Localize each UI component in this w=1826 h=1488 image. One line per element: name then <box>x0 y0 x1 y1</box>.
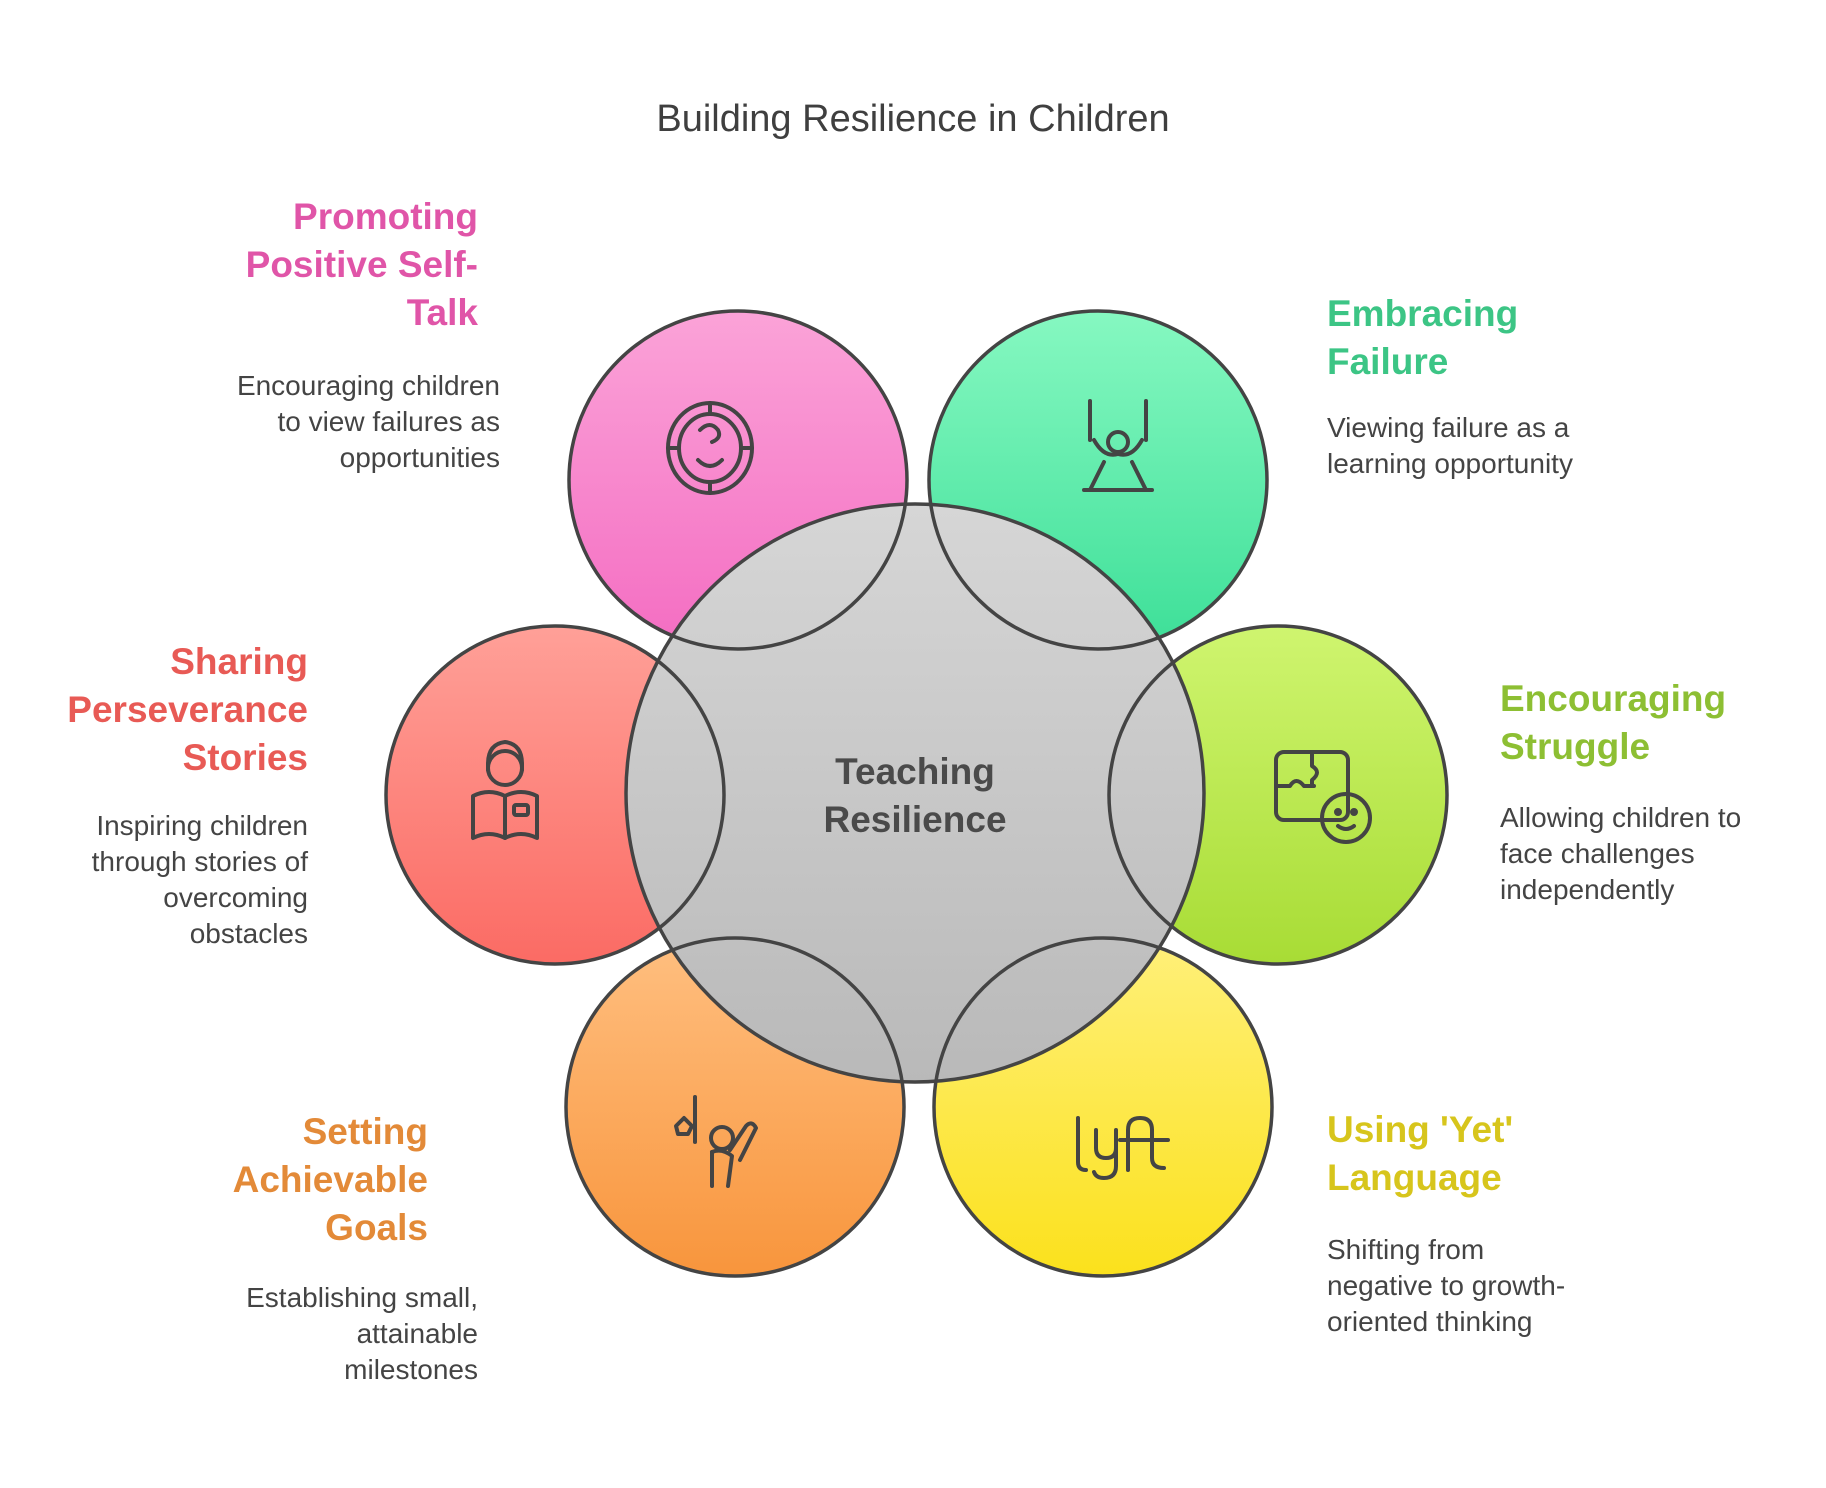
item-desc-line: Inspiring children <box>96 810 308 841</box>
item-label-goals: Setting Achievable Goals <box>233 1108 428 1252</box>
item-desc-self-talk: Encouraging children to view failures as… <box>237 368 500 476</box>
item-label-line: Encouraging <box>1500 678 1727 719</box>
item-desc-line: through stories of <box>91 846 308 877</box>
item-desc-struggle: Allowing children to face challenges ind… <box>1500 800 1741 908</box>
item-label-line: Struggle <box>1500 726 1651 767</box>
item-desc-line: overcoming <box>163 882 308 913</box>
center-label-line1: Teaching <box>835 751 995 792</box>
item-label-self-talk: Promoting Positive Self- Talk <box>246 193 478 337</box>
petal-outlines <box>384 309 1449 1278</box>
item-desc-line: Viewing failure as a <box>1327 412 1570 443</box>
item-label-line: Language <box>1327 1157 1502 1198</box>
item-label-line: Using 'Yet' <box>1327 1109 1514 1150</box>
center-label-line2: Resilience <box>823 799 1006 840</box>
item-label-line: Talk <box>406 292 478 333</box>
item-label-yet: Using 'Yet' Language <box>1327 1106 1513 1202</box>
item-label-line: Achievable <box>232 1159 428 1200</box>
item-label-line: Embracing <box>1327 293 1519 334</box>
item-desc-line: to view failures as <box>277 406 500 437</box>
item-label-line: Failure <box>1327 341 1449 382</box>
item-label-line: Promoting <box>293 196 478 237</box>
item-label-failure: Embracing Failure <box>1327 290 1518 386</box>
item-desc-line: independently <box>1500 874 1675 905</box>
item-label-struggle: Encouraging Struggle <box>1500 675 1726 771</box>
item-desc-line: Establishing small, <box>246 1282 478 1313</box>
item-desc-line: opportunities <box>339 442 500 473</box>
swing-child-icon <box>1082 399 1154 492</box>
item-desc-stories: Inspiring children through stories of ov… <box>92 808 308 952</box>
item-label-line: Positive Self- <box>245 244 478 285</box>
item-desc-line: obstacles <box>189 918 308 949</box>
face-badge-icon <box>666 401 754 495</box>
reading-child-icon <box>471 740 539 840</box>
item-label-line: Perseverance <box>67 689 308 730</box>
puzzle-child-icon <box>1274 750 1372 844</box>
item-desc-goals: Establishing small, attainable milestone… <box>246 1280 478 1388</box>
center-circle <box>624 502 1206 1084</box>
lyft-icon <box>1076 1116 1170 1180</box>
child-flag-icon <box>674 1095 758 1188</box>
item-label-line: Stories <box>182 737 308 778</box>
item-desc-line: oriented thinking <box>1327 1306 1533 1337</box>
item-label-line: Goals <box>325 1207 428 1248</box>
item-desc-yet: Shifting from negative to growth- orient… <box>1327 1232 1565 1340</box>
item-desc-line: negative to growth- <box>1327 1270 1566 1301</box>
item-desc-line: Shifting from <box>1327 1234 1485 1265</box>
item-label-stories: Sharing Perseverance Stories <box>67 638 308 782</box>
item-desc-line: learning opportunity <box>1327 448 1573 479</box>
item-desc-line: attainable <box>356 1318 478 1349</box>
item-desc-line: face challenges <box>1500 838 1695 869</box>
diagram-title: Building Resilience in Children <box>656 98 1170 140</box>
item-label-line: Setting <box>302 1111 428 1152</box>
item-desc-line: milestones <box>344 1354 478 1385</box>
item-desc-line: Encouraging children <box>236 370 500 401</box>
item-desc-failure: Viewing failure as a learning opportunit… <box>1327 410 1573 482</box>
item-label-line: Sharing <box>170 641 308 682</box>
item-desc-line: Allowing children to <box>1500 802 1742 833</box>
